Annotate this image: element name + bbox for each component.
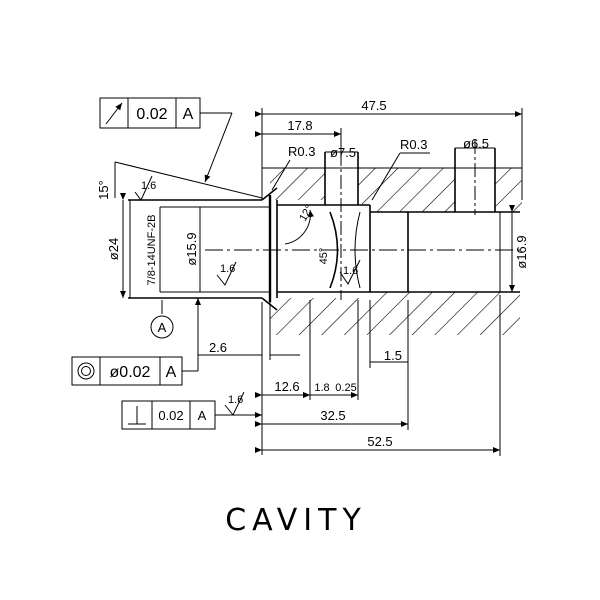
svg-text:ø0.02: ø0.02	[110, 364, 151, 381]
dimension-labels: 47.5 17.8 R0.3 R0.3 ø7.5 ø6.5 15° ø24 7/…	[96, 98, 529, 449]
svg-text:A: A	[198, 408, 207, 423]
page-title: CAVITY	[225, 503, 367, 538]
dim-17-8: 17.8	[287, 118, 312, 133]
perpendicularity-icon	[128, 406, 146, 425]
datum-a-symbol: A	[150, 315, 174, 339]
svg-text:1.6: 1.6	[343, 265, 358, 277]
svg-text:0.02: 0.02	[158, 408, 183, 423]
svg-text:0.02: 0.02	[136, 106, 167, 123]
section-hatching	[270, 168, 522, 335]
dim-45deg: 45°	[318, 248, 330, 265]
dim-r03-left: R0.3	[288, 144, 315, 159]
roughness-symbol-4: 1.6	[224, 391, 245, 416]
dim-1-8: 1.8	[314, 382, 329, 394]
dim-52-5: 52.5	[367, 434, 392, 449]
concentricity-icon	[77, 362, 95, 380]
fcf-concentricity: ø0.02 A	[71, 356, 183, 386]
roughness-symbols: 1.6 1.6 1.6 1.6	[134, 175, 361, 416]
svg-text:1.6: 1.6	[220, 263, 235, 275]
dim-dia16-9: ø16.9	[514, 235, 529, 268]
svg-text:1.6: 1.6	[228, 394, 243, 406]
dim-dia24: ø24	[106, 238, 121, 260]
dim-0-25: 0.25	[335, 382, 356, 394]
dim-12-6: 12.6	[274, 379, 299, 394]
roughness-symbol-2: 1.6	[216, 261, 237, 286]
dim-dia15-9: ø15.9	[184, 232, 199, 265]
dim-47-5: 47.5	[361, 98, 386, 113]
dim-dia5: ø6.5	[463, 136, 489, 151]
runout-icon	[105, 102, 123, 125]
roughness-symbol-3: 1.6	[339, 259, 361, 285]
dim-12deg: 12°	[297, 203, 316, 223]
dim-32-5: 32.5	[320, 408, 345, 423]
svg-text:1.6: 1.6	[141, 180, 156, 192]
dim-dia7-5: ø7.5	[330, 145, 356, 160]
fcf-perpendicularity: 0.02 A	[121, 400, 216, 430]
cavity-outline	[128, 140, 522, 311]
dim-r03-right: R0.3	[400, 137, 427, 152]
svg-text:A: A	[166, 364, 177, 381]
dimension-lines	[114, 108, 523, 456]
dim-15deg: 15°	[96, 180, 111, 200]
dim-2-6: 2.6	[209, 340, 227, 355]
roughness-symbol-1: 1.6	[134, 175, 156, 201]
fcf-runout: 0.02 A	[99, 97, 201, 129]
dim-thread: 7/8-14UNF-2B	[146, 215, 158, 286]
svg-text:A: A	[183, 106, 194, 123]
dim-1-5: 1.5	[384, 348, 402, 363]
svg-text:A: A	[158, 320, 167, 335]
